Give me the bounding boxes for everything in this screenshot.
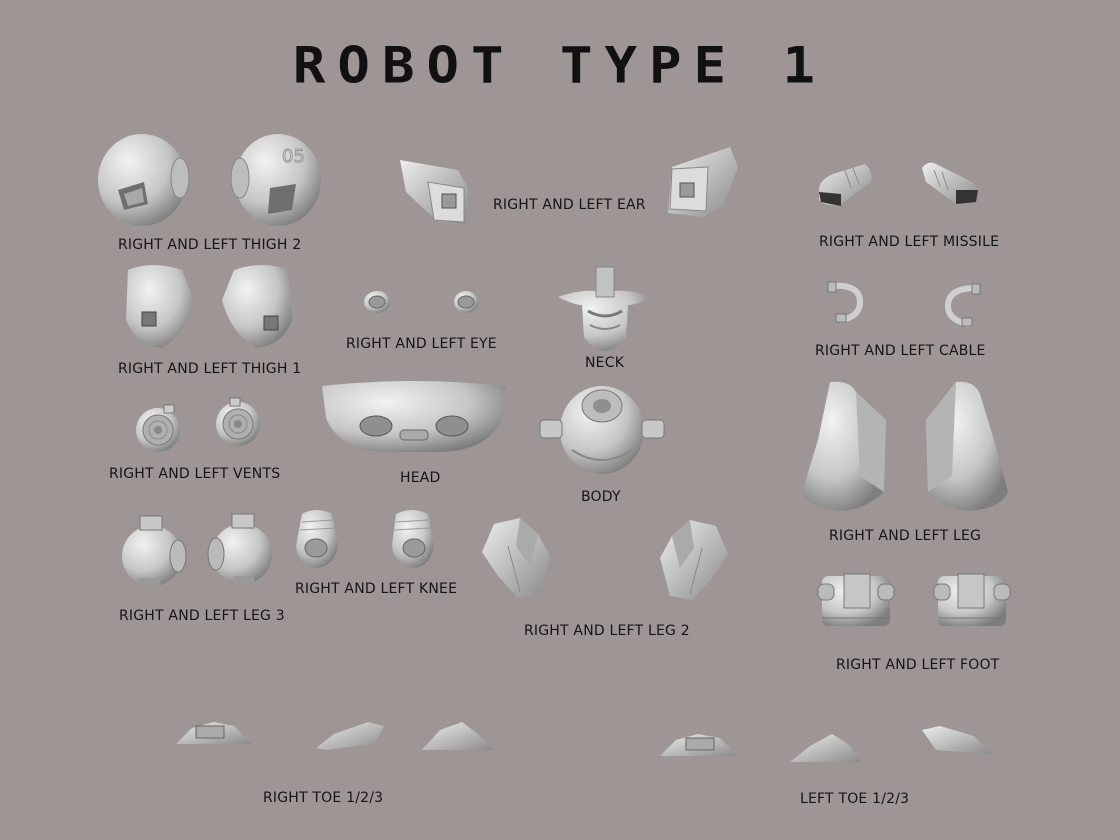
svg-text:05: 05 <box>282 146 305 167</box>
right-missile-model <box>819 164 872 206</box>
label-right-toe: RIGHT TOE 1/2/3 <box>263 790 384 806</box>
label-neck: NECK <box>585 355 625 371</box>
label-leg-3: RIGHT AND LEFT LEG 3 <box>119 608 285 624</box>
neck-model <box>558 266 652 351</box>
left-thigh-2-model: 05 <box>230 134 321 226</box>
left-leg-3-model <box>207 513 272 584</box>
left-leg-2-model <box>660 520 728 600</box>
right-thigh-2-model <box>98 134 190 226</box>
label-foot: RIGHT AND LEFT FOOT <box>836 657 1000 673</box>
label-missile: RIGHT AND LEFT MISSILE <box>819 234 1000 250</box>
label-cable: RIGHT AND LEFT CABLE <box>815 343 986 359</box>
right-toe-3-model <box>422 722 494 750</box>
right-thigh-1-model <box>126 265 194 348</box>
left-foot-model <box>933 573 1011 626</box>
right-cable-model <box>827 281 864 323</box>
left-leg-model <box>926 381 1008 511</box>
left-knee-model <box>392 510 434 568</box>
label-eye: RIGHT AND LEFT EYE <box>346 336 497 352</box>
left-missile-model <box>922 162 979 206</box>
label-thigh-2: RIGHT AND LEFT THIGH 2 <box>118 237 302 253</box>
right-vent-model <box>136 404 180 452</box>
right-leg-2-model <box>482 518 550 598</box>
left-thigh-1-model <box>222 265 292 348</box>
head-model <box>322 381 506 452</box>
label-left-toe: LEFT TOE 1/2/3 <box>800 791 910 807</box>
right-leg-3-model <box>122 515 187 586</box>
label-ear: RIGHT AND LEFT EAR <box>493 197 646 213</box>
page-title: ROBOT TYPE 1 <box>292 36 828 95</box>
right-foot-model <box>817 573 895 626</box>
right-leg-model <box>802 381 886 511</box>
right-knee-model <box>296 510 338 568</box>
right-toe-1-model <box>176 722 252 744</box>
label-head: HEAD <box>400 470 441 486</box>
body-model <box>539 386 665 474</box>
left-vent-model <box>216 397 260 446</box>
label-body: BODY <box>581 489 621 505</box>
left-toe-3-model <box>922 726 992 754</box>
left-toe-1-model <box>660 734 738 756</box>
label-knee: RIGHT AND LEFT KNEE <box>295 581 458 597</box>
right-toe-2-model <box>316 722 384 750</box>
left-ear-model <box>668 147 738 217</box>
left-eye-model <box>454 291 478 313</box>
left-toe-2-model <box>790 734 862 762</box>
left-cable-model <box>944 283 981 327</box>
label-leg: RIGHT AND LEFT LEG <box>829 528 982 544</box>
right-ear-model <box>400 160 468 224</box>
label-leg-2: RIGHT AND LEFT LEG 2 <box>524 623 690 639</box>
label-vents: RIGHT AND LEFT VENTS <box>109 466 281 482</box>
right-eye-model <box>364 291 390 313</box>
label-thigh-1: RIGHT AND LEFT THIGH 1 <box>118 361 302 377</box>
